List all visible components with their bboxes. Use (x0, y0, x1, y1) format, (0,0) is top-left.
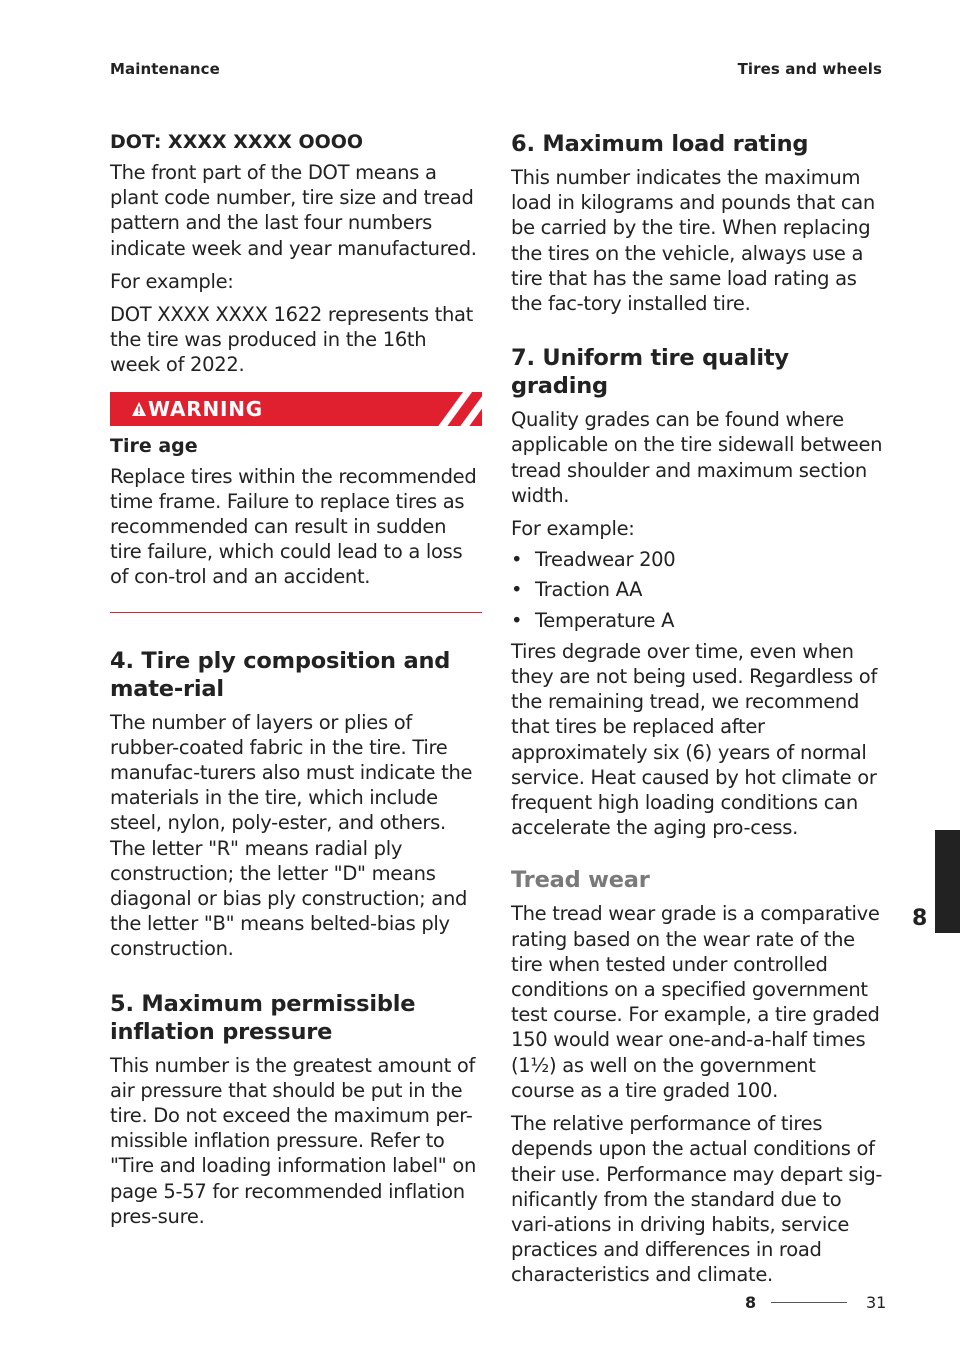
grade-list: •Treadwear 200 •Traction AA •Temperature… (511, 547, 883, 633)
bullet-icon: • (511, 548, 523, 572)
section-4-title: 4. Tire ply composition and mate-rial (110, 647, 451, 702)
left-column: DOT: XXXX XXXX OOOO The front part of th… (110, 130, 482, 1229)
dot-example-label: For example: (110, 269, 234, 293)
footer-divider (771, 1302, 847, 1303)
right-column: 6. Maximum load rating This number indic… (511, 130, 883, 1288)
section-7-intro: Quality grades can be found where applic… (511, 408, 883, 507)
dot-heading: DOT: XXXX XXXX OOOO (110, 131, 364, 153)
bullet-icon: • (511, 578, 523, 602)
list-item: •Traction AA (511, 578, 643, 602)
section-7-title: 7. Uniform tire quality grading (511, 345, 789, 400)
warning-title: Tire age (110, 434, 198, 457)
dot-example: DOT XXXX XXXX 1622 represents that the t… (110, 303, 474, 377)
tread-wear-performance-text: The relative performance of tires depend… (511, 1112, 883, 1287)
chapter-tab-number: 8 (912, 906, 928, 931)
tread-wear-title: Tread wear (511, 867, 650, 894)
header-section-title: Maintenance (110, 60, 220, 78)
footer-chapter-number: 8 (745, 1293, 757, 1312)
list-item: •Treadwear 200 (511, 548, 676, 572)
section-4-text: The number of layers or plies of rubber-… (110, 710, 473, 961)
dot-description: The front part of the DOT means a plant … (110, 161, 477, 260)
section-7-aging-text: Tires degrade over time, even when they … (511, 639, 878, 840)
tread-wear-text: The tread wear grade is a comparative ra… (511, 902, 880, 1102)
section-5-title: 5. Maximum permissible inflation pressur… (110, 990, 416, 1045)
section-6-text: This number indicates the maximum load i… (511, 166, 875, 316)
footer-page-number: 31 (866, 1293, 887, 1312)
warning-banner: WARNING (110, 391, 482, 426)
warning-divider (110, 611, 482, 613)
bullet-icon: • (511, 608, 523, 632)
section-6-title: 6. Maximum load rating (511, 131, 809, 157)
section-7-example-label: For example: (511, 517, 635, 541)
chapter-tab (935, 830, 960, 933)
section-5-text: This number is the greatest amount of ai… (110, 1053, 477, 1228)
warning-triangle-icon (132, 401, 146, 420)
warning-text: Replace tires within the recommended tim… (110, 464, 477, 589)
warning-label: WARNING (148, 396, 263, 421)
list-item: •Temperature A (511, 608, 675, 632)
header-chapter-title: Tires and wheels (737, 60, 882, 78)
